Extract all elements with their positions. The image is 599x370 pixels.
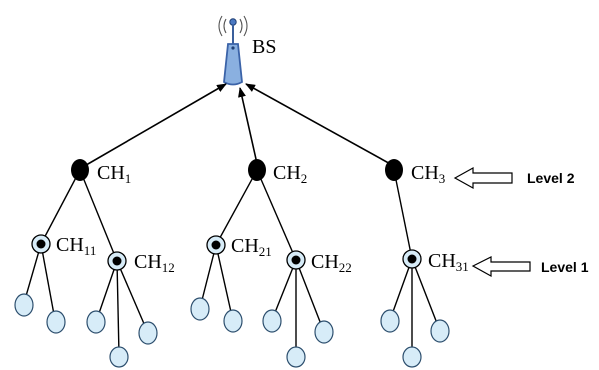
- cluster-head-label-3: CH3: [411, 162, 445, 186]
- member-node: [138, 321, 158, 345]
- label-main: CH: [273, 162, 301, 184]
- edge: [116, 260, 120, 356]
- label-main: CH: [97, 162, 125, 184]
- label-main: CH: [428, 250, 456, 272]
- label-subscript: 3: [439, 171, 446, 186]
- cluster-head-node-3: [385, 159, 403, 181]
- label-main: CH: [231, 235, 259, 257]
- antenna-tower-icon: [218, 15, 248, 86]
- label-main: CH: [56, 234, 84, 256]
- sub-cluster-head-label-31: CH31: [428, 250, 469, 274]
- label-subscript: 22: [339, 260, 352, 275]
- label-subscript: 31: [456, 259, 469, 274]
- edge: [199, 244, 217, 309]
- sub-cluster-head-node-22: [286, 250, 306, 270]
- cluster-head-node-2: [248, 159, 266, 181]
- edge: [40, 169, 81, 245]
- member-node: [286, 346, 306, 368]
- member-node: [190, 297, 210, 321]
- member-node: [46, 310, 66, 334]
- member-node: [109, 346, 129, 368]
- sub-cluster-head-node-31: [402, 249, 422, 269]
- uplink-ch3: [245, 83, 395, 167]
- edge: [295, 259, 325, 333]
- level-1-cluster-heads: CH11 CH12 CH21 CH22 CH31: [31, 234, 469, 275]
- edge: [215, 244, 234, 322]
- level-2-label: Level 2: [527, 170, 575, 186]
- sub-cluster-head-label-12: CH12: [134, 251, 175, 275]
- sub-cluster-head-node-21: [206, 235, 226, 255]
- base-station: BS: [218, 15, 276, 86]
- level-indicators: Level 2 Level 1: [453, 166, 589, 278]
- level-1-label: Level 1: [541, 259, 589, 275]
- label-subscript: 12: [162, 260, 175, 275]
- member-node: [402, 346, 422, 368]
- label-subscript: 1: [125, 171, 132, 186]
- left-arrow-icon: [471, 256, 531, 278]
- label-main: CH: [134, 251, 162, 273]
- uplink-ch1: [80, 83, 227, 169]
- label-main: CH: [411, 162, 439, 184]
- member-node: [430, 319, 450, 343]
- level-2-cluster-heads: CH1 CH2 CH3: [71, 159, 445, 186]
- edge: [271, 259, 297, 321]
- edge: [389, 258, 413, 321]
- member-node: [14, 293, 34, 317]
- left-arrow-icon: [453, 166, 513, 190]
- sub-cluster-head-label-11: CH11: [56, 234, 96, 258]
- label-subscript: 11: [84, 243, 97, 258]
- sub-cluster-head-node-12: [107, 251, 127, 271]
- edge: [411, 258, 441, 332]
- edge: [215, 169, 258, 246]
- member-nodes: [14, 293, 450, 368]
- label-subscript: 2: [301, 171, 308, 186]
- tree-edges: [23, 169, 441, 356]
- sub-cluster-head-label-22: CH22: [311, 251, 352, 275]
- member-node: [223, 309, 243, 333]
- sub-cluster-head-label-21: CH21: [231, 235, 272, 259]
- sub-cluster-head-node-11: [31, 234, 51, 254]
- cluster-head-label-1: CH1: [97, 162, 131, 186]
- edge: [79, 169, 118, 262]
- base-station-label: BS: [252, 36, 276, 58]
- cluster-head-node-1: [71, 159, 89, 181]
- uplink-ch2: [238, 87, 259, 169]
- member-node: [86, 310, 106, 334]
- label-subscript: 21: [259, 244, 272, 259]
- edge: [40, 243, 56, 321]
- label-main: CH: [311, 251, 339, 273]
- edge: [116, 260, 149, 334]
- edge: [23, 243, 42, 304]
- edge: [256, 169, 297, 261]
- uplinks: [80, 83, 395, 169]
- member-node: [314, 320, 334, 344]
- edge: [393, 169, 413, 260]
- member-node: [262, 309, 282, 333]
- member-node: [380, 309, 400, 333]
- cluster-head-label-2: CH2: [273, 162, 307, 186]
